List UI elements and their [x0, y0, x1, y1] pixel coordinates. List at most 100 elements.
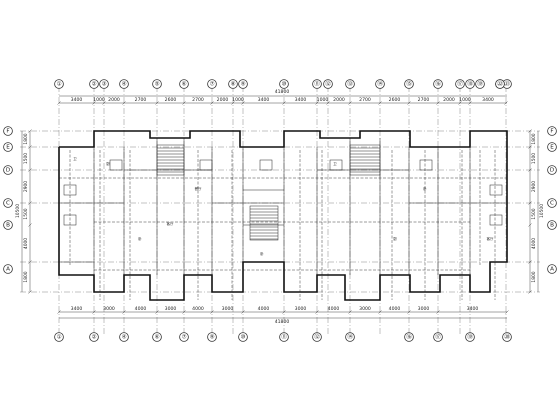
- axis-number-top: ⑲: [477, 79, 483, 87]
- top-dimension-label: 2700: [418, 97, 430, 103]
- room-label: 厨: [106, 161, 110, 166]
- axis-bubble-bottom: [279, 332, 289, 342]
- axis-bubble-left: [3, 198, 13, 208]
- axis-letter-right: A: [550, 266, 554, 272]
- axis-number-bottom: ①: [56, 333, 61, 340]
- axis-number-top: ⑫: [325, 79, 331, 87]
- top-dimension-label: 2600: [165, 97, 177, 103]
- axis-bubble-right: [547, 142, 557, 152]
- axis-bubble-top: [375, 79, 385, 89]
- axis-number-bottom: ④: [121, 333, 126, 340]
- axis-number-bottom: ⑲: [467, 332, 473, 340]
- plumbing-details: [59, 150, 507, 300]
- dimension-tick: [92, 101, 96, 105]
- axis-number-top: ①: [56, 80, 61, 87]
- dimension-tick: [57, 310, 61, 314]
- top-dimension-label: 2000: [108, 97, 120, 103]
- dimension-tick: [528, 145, 532, 149]
- dimension-tick: [28, 201, 32, 205]
- axis-bubble-bottom: [502, 332, 512, 342]
- axis-number-bottom: ⑭: [347, 332, 353, 340]
- dimension-tick: [28, 290, 32, 294]
- top-dimension-label: 3400: [71, 97, 83, 103]
- dimension-tick: [57, 101, 61, 105]
- dimension-tick: [282, 310, 286, 314]
- dimension-tick: [155, 310, 159, 314]
- room-label: 卧: [260, 251, 264, 256]
- axis-bubble-top: [433, 79, 443, 89]
- left-dimension-label: 1800: [23, 271, 29, 282]
- axis-number-top: ②: [91, 80, 96, 87]
- right-dimension-label: 1500: [531, 208, 537, 219]
- axis-bubble-bottom: [465, 332, 475, 342]
- plumbing-fixture: [489, 214, 503, 226]
- axis-number-bottom: ⑰: [435, 332, 441, 340]
- plumbing-fixture: [63, 184, 77, 196]
- axis-bubble-bottom: [207, 332, 217, 342]
- right-dimension-label: 1800: [531, 271, 537, 282]
- axis-bubble-bottom: [312, 332, 322, 342]
- bottom-dimension-label: 4000: [258, 306, 270, 312]
- axis-bubble-top: [228, 79, 238, 89]
- top-dimension-label: 2700: [135, 97, 147, 103]
- top-dimension-label: 2700: [359, 97, 371, 103]
- dimension-tick: [528, 168, 532, 172]
- room-label: 卧: [423, 186, 427, 191]
- axis-number-top: ⑥: [181, 80, 186, 87]
- dimension-tick: [231, 101, 235, 105]
- plumbing-fixture: [63, 214, 77, 226]
- axis-letter-right: D: [550, 167, 554, 173]
- axis-bubble-right: [547, 198, 557, 208]
- axis-bubble-left: [3, 264, 13, 274]
- dimension-tick: [315, 101, 319, 105]
- axis-bubble-bottom: [89, 332, 99, 342]
- dimension-tick: [182, 101, 186, 105]
- dimension-tick: [315, 310, 319, 314]
- axis-number-top: ⑰: [457, 79, 463, 87]
- axis-letter-right: B: [550, 222, 554, 228]
- dimension-tick: [28, 223, 32, 227]
- axis-number-top: ⑤: [154, 80, 159, 87]
- room-label: 厨: [393, 236, 397, 241]
- axis-number-bottom: ⑫: [314, 332, 320, 340]
- axis-number-bottom: ⑳: [504, 332, 510, 340]
- room-label: 餐厅: [195, 186, 202, 191]
- dimension-tick: [468, 101, 472, 105]
- axis-bubble-top: [99, 79, 109, 89]
- axis-letter-left: D: [6, 167, 10, 173]
- axis-bubble-bottom: [119, 332, 129, 342]
- axis-bubble-left: [3, 165, 13, 175]
- bottom-dimension-label: 4000: [328, 306, 340, 312]
- dimension-tick: [528, 201, 532, 205]
- dimension-tick: [241, 101, 245, 105]
- axis-letter-left: E: [6, 144, 10, 150]
- bottom-dimension-label: 3400: [71, 306, 83, 312]
- axis-letter-right: F: [550, 128, 553, 134]
- bottom-dimension-label: 4000: [192, 306, 204, 312]
- axis-bubble-left: [3, 142, 13, 152]
- plumbing-fixture: [419, 159, 433, 171]
- axis-letter-left: F: [6, 128, 9, 134]
- stair-block: [249, 205, 279, 241]
- dimension-tick: [378, 101, 382, 105]
- axis-bubble-bottom: [179, 332, 189, 342]
- axis-number-bottom: ⑯: [406, 332, 412, 340]
- top-dimension-label: 3400: [482, 97, 494, 103]
- bottom-dimension-label: 3400: [467, 306, 479, 312]
- axis-number-bottom: ②: [91, 333, 96, 340]
- bottom-dimension-label: 4000: [389, 306, 401, 312]
- axis-number-top: ⑯: [435, 79, 441, 87]
- axis-bubble-top: [89, 79, 99, 89]
- dimension-tick: [28, 129, 32, 133]
- left-dimension-label: 2900: [23, 181, 29, 192]
- axis-letter-left: A: [6, 266, 10, 272]
- room-label: 客厅: [167, 221, 174, 226]
- axis-bubble-bottom: [404, 332, 414, 342]
- bottom-dimension-label: 3000: [418, 306, 430, 312]
- top-dimension-label: 1000: [232, 97, 244, 103]
- axis-number-top: ㉑: [504, 79, 510, 87]
- axis-bubble-top: [345, 79, 355, 89]
